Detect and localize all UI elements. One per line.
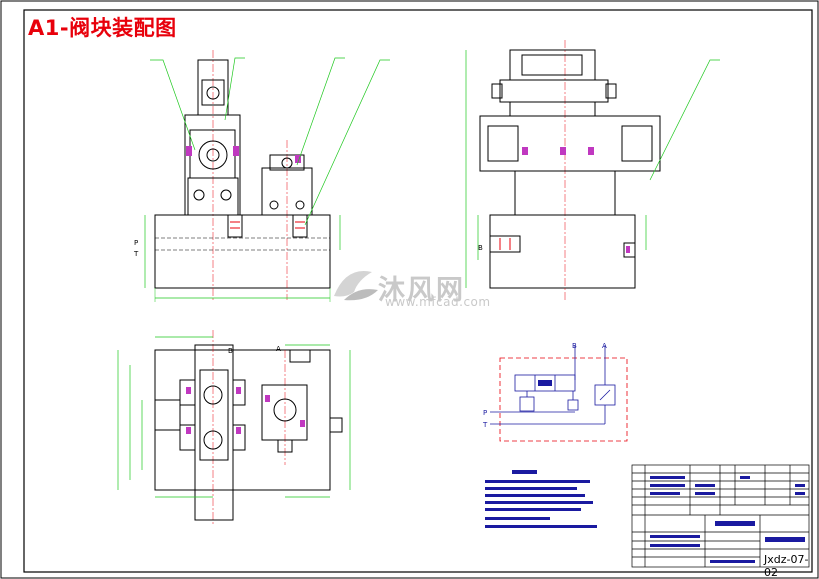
mfcad-logo-icon bbox=[334, 271, 378, 301]
top-port-b-label: B bbox=[228, 347, 233, 355]
side-view bbox=[465, 40, 720, 300]
title-block-fills bbox=[650, 476, 805, 563]
hydraulic-schematic bbox=[490, 345, 628, 442]
schematic-port-t-label: T bbox=[482, 421, 488, 429]
drawing-code: Jxdz-07-02 bbox=[764, 553, 809, 579]
schematic-port-b-label: B bbox=[572, 342, 577, 350]
schematic-port-a-label: A bbox=[602, 342, 607, 350]
drawing-title: A1-阀块装配图 bbox=[28, 16, 177, 40]
front-port-p-label: P bbox=[134, 239, 138, 247]
schematic-port-p-label: P bbox=[483, 409, 487, 417]
watermark-url: www.mfcad.com bbox=[385, 295, 491, 309]
top-port-a-label: A bbox=[276, 345, 281, 353]
top-view bbox=[117, 330, 351, 525]
front-view bbox=[144, 50, 390, 302]
technical-notes bbox=[485, 470, 597, 528]
title-block bbox=[631, 464, 810, 568]
watermark-text: 沐风网 bbox=[378, 275, 465, 306]
side-port-b-label: B bbox=[478, 244, 483, 252]
front-port-t-label: T bbox=[133, 250, 139, 258]
